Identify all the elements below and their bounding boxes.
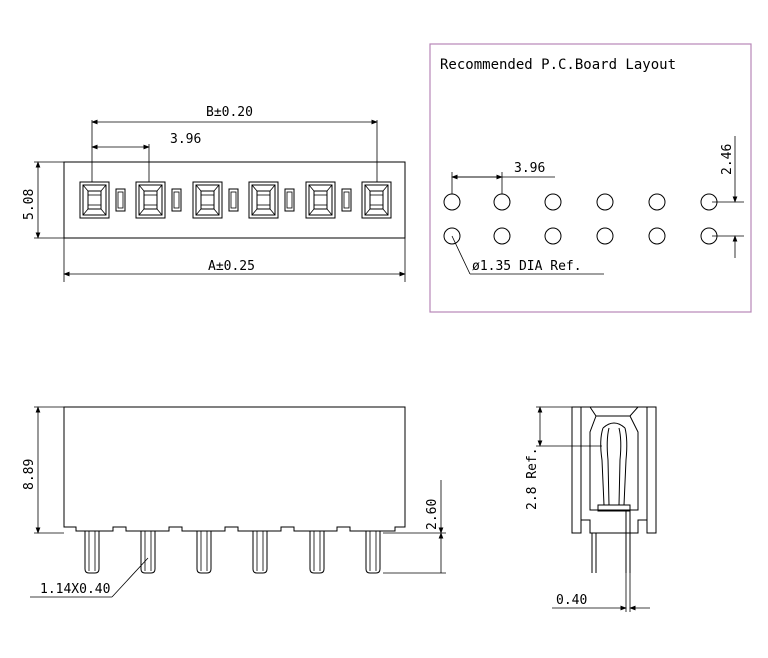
pcb-hole (648, 193, 666, 211)
hole-note-label: ø1.35 DIA Ref. (472, 259, 582, 274)
contact-cell (79, 181, 110, 219)
separator-slot (341, 188, 352, 212)
front-pin (196, 531, 212, 574)
separator-slot (115, 188, 126, 212)
pcb-hole (544, 193, 562, 211)
pcb-hole (596, 227, 614, 245)
side-view: 2.8 Ref. 0.40 (525, 406, 657, 612)
contact-cell (192, 181, 223, 219)
pin-size-leader (111, 557, 149, 598)
side-cavity (589, 415, 639, 511)
top-view: B±0.20 3.96 5.08 A±0.25 (22, 105, 406, 282)
separator-slot (171, 188, 182, 212)
hole-note-leader (451, 235, 471, 275)
side-top-entry (589, 406, 639, 417)
pcb-row-label: 2.46 (720, 144, 735, 175)
contact-cell (361, 181, 392, 219)
pcb-hole (443, 227, 461, 245)
contact-spring-left-outer (600, 427, 605, 506)
front-pins (84, 531, 381, 574)
layout-frame (429, 43, 752, 313)
connector-body-top (63, 161, 406, 239)
contact-spring-top (602, 422, 626, 429)
contact-base (597, 504, 631, 512)
pcb-hole (596, 193, 614, 211)
pcb-layout: Recommended P.C.Board Layout 3.96 2.46 ø… (429, 43, 752, 313)
front-pin (140, 531, 156, 574)
pcb-hole (648, 227, 666, 245)
front-view: 8.89 2.60 1.14X0.40 (22, 406, 446, 598)
layout-title: Recommended P.C.Board Layout (440, 57, 676, 73)
front-pin (252, 531, 268, 574)
pcb-hole (493, 193, 511, 211)
thk-label: 0.40 (556, 593, 587, 608)
side-housing (571, 406, 657, 534)
pcb-hole (443, 193, 461, 211)
dim-b-label: B±0.20 (206, 105, 253, 120)
pcb-hole (493, 227, 511, 245)
dim-pitch-label: 3.96 (170, 132, 201, 147)
dim-h-label: 5.08 (22, 189, 37, 220)
contact-spring-right-outer (623, 427, 628, 506)
contact-cells (79, 181, 392, 219)
pin-len-label: 2.60 (425, 499, 440, 530)
pin-size-label: 1.14X0.40 (40, 582, 110, 597)
dim-a-label: A±0.25 (208, 259, 255, 274)
contact-cell (305, 181, 336, 219)
contact-spring-right-inner (618, 427, 622, 506)
front-pin (84, 531, 100, 574)
separator-slot (228, 188, 239, 212)
ref-label: 2.8 Ref. (525, 447, 540, 510)
connector-body-front (63, 406, 406, 532)
contact-spring-left-inner (606, 427, 610, 506)
contact-cell (248, 181, 279, 219)
pcb-pitch-label: 3.96 (514, 161, 545, 176)
front-pin (365, 531, 381, 574)
separator-slot (284, 188, 295, 212)
pcb-hole (544, 227, 562, 245)
front-h-label: 8.89 (22, 459, 37, 490)
pcb-holes (443, 193, 718, 245)
contact-cell (135, 181, 166, 219)
front-pin (309, 531, 325, 574)
